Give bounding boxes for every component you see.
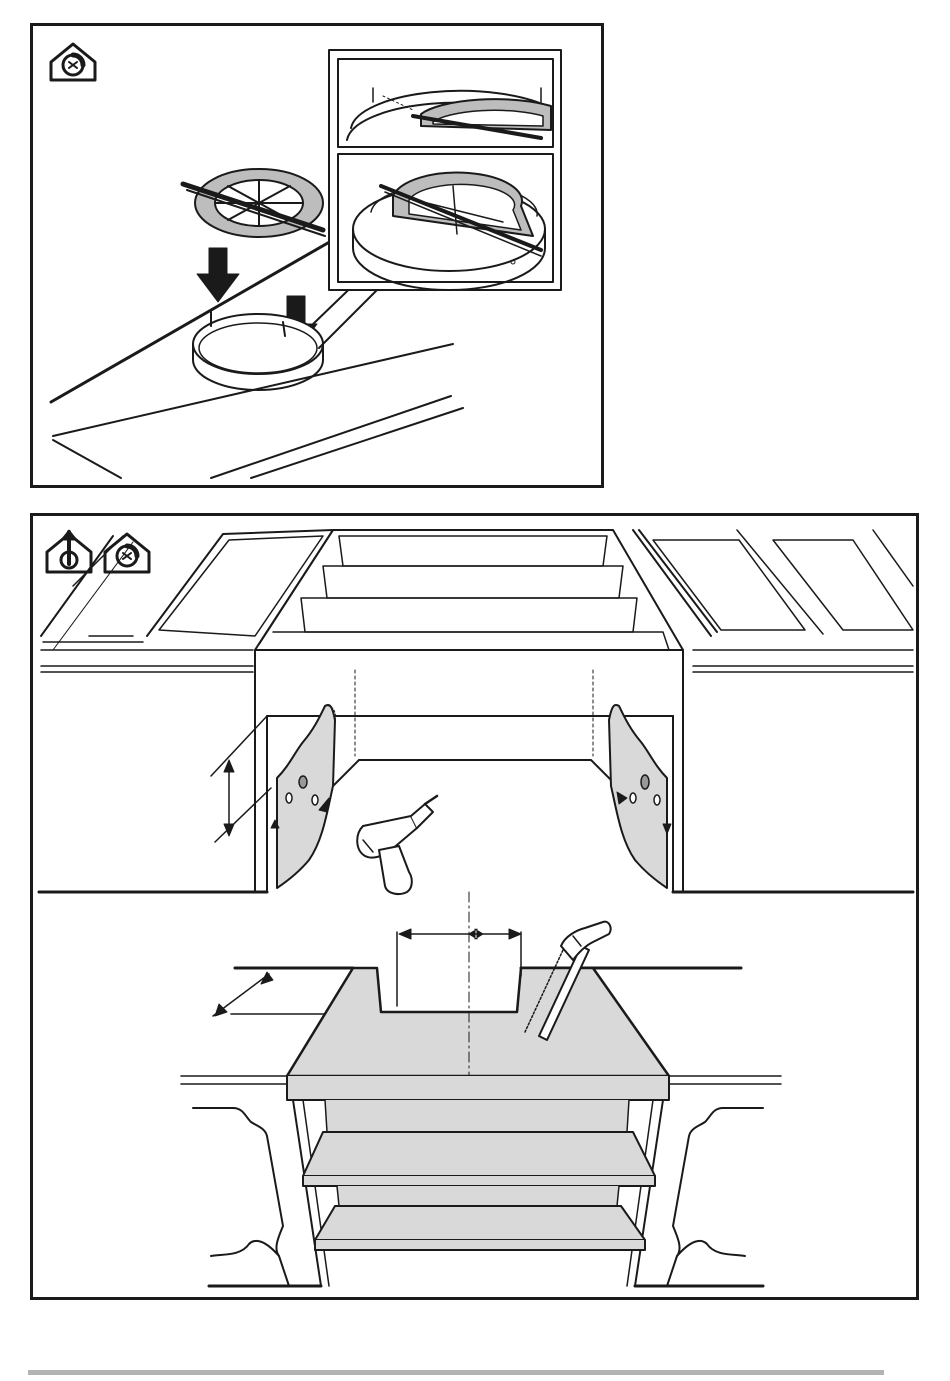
cutout-board (231, 932, 741, 1076)
grease-filter (183, 169, 325, 237)
panel-filter-installation (30, 23, 604, 488)
ducted-mode-icon (47, 530, 91, 572)
filter-installation-drawing (33, 26, 607, 491)
footer-rule (28, 1370, 884, 1375)
side-panel-right (609, 705, 671, 888)
base-cabinet (287, 1076, 669, 1286)
recirculation-mode-icon (105, 534, 149, 572)
depth-dimension (213, 972, 273, 1016)
drill-icon (357, 796, 437, 894)
panel-cabinet-mounting (30, 513, 919, 1300)
recirculation-mode-icon (51, 44, 95, 80)
cabinet-mounting-drawing (33, 516, 922, 1303)
cabinet-inner-floor (333, 760, 617, 786)
height-dimension (211, 716, 271, 842)
side-panel-left (271, 705, 336, 888)
